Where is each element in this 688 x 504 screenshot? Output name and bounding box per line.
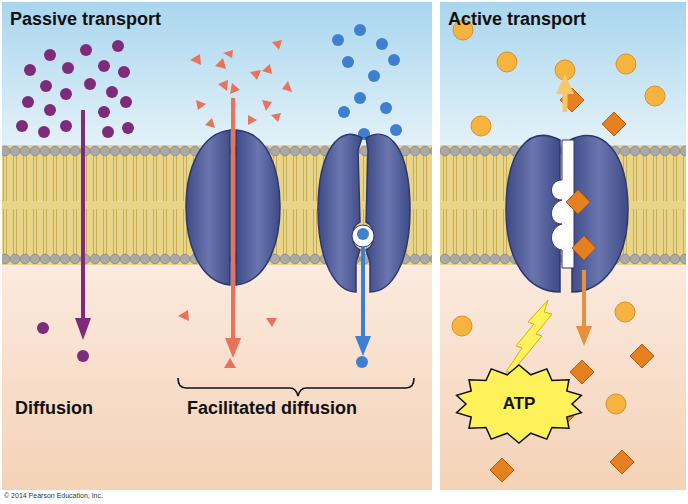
atp-burst: ATP: [454, 364, 584, 444]
process-label: Diffusion: [15, 398, 93, 419]
panel-heading: Passive transport: [10, 9, 161, 30]
energy-label: ATP: [454, 394, 584, 414]
copyright-note: © 2014 Pearson Education, Inc.: [4, 492, 103, 499]
process-label: Facilitated diffusion: [187, 398, 357, 419]
panel: Active transportATP: [440, 2, 686, 490]
panel-heading: Active transport: [448, 9, 586, 30]
